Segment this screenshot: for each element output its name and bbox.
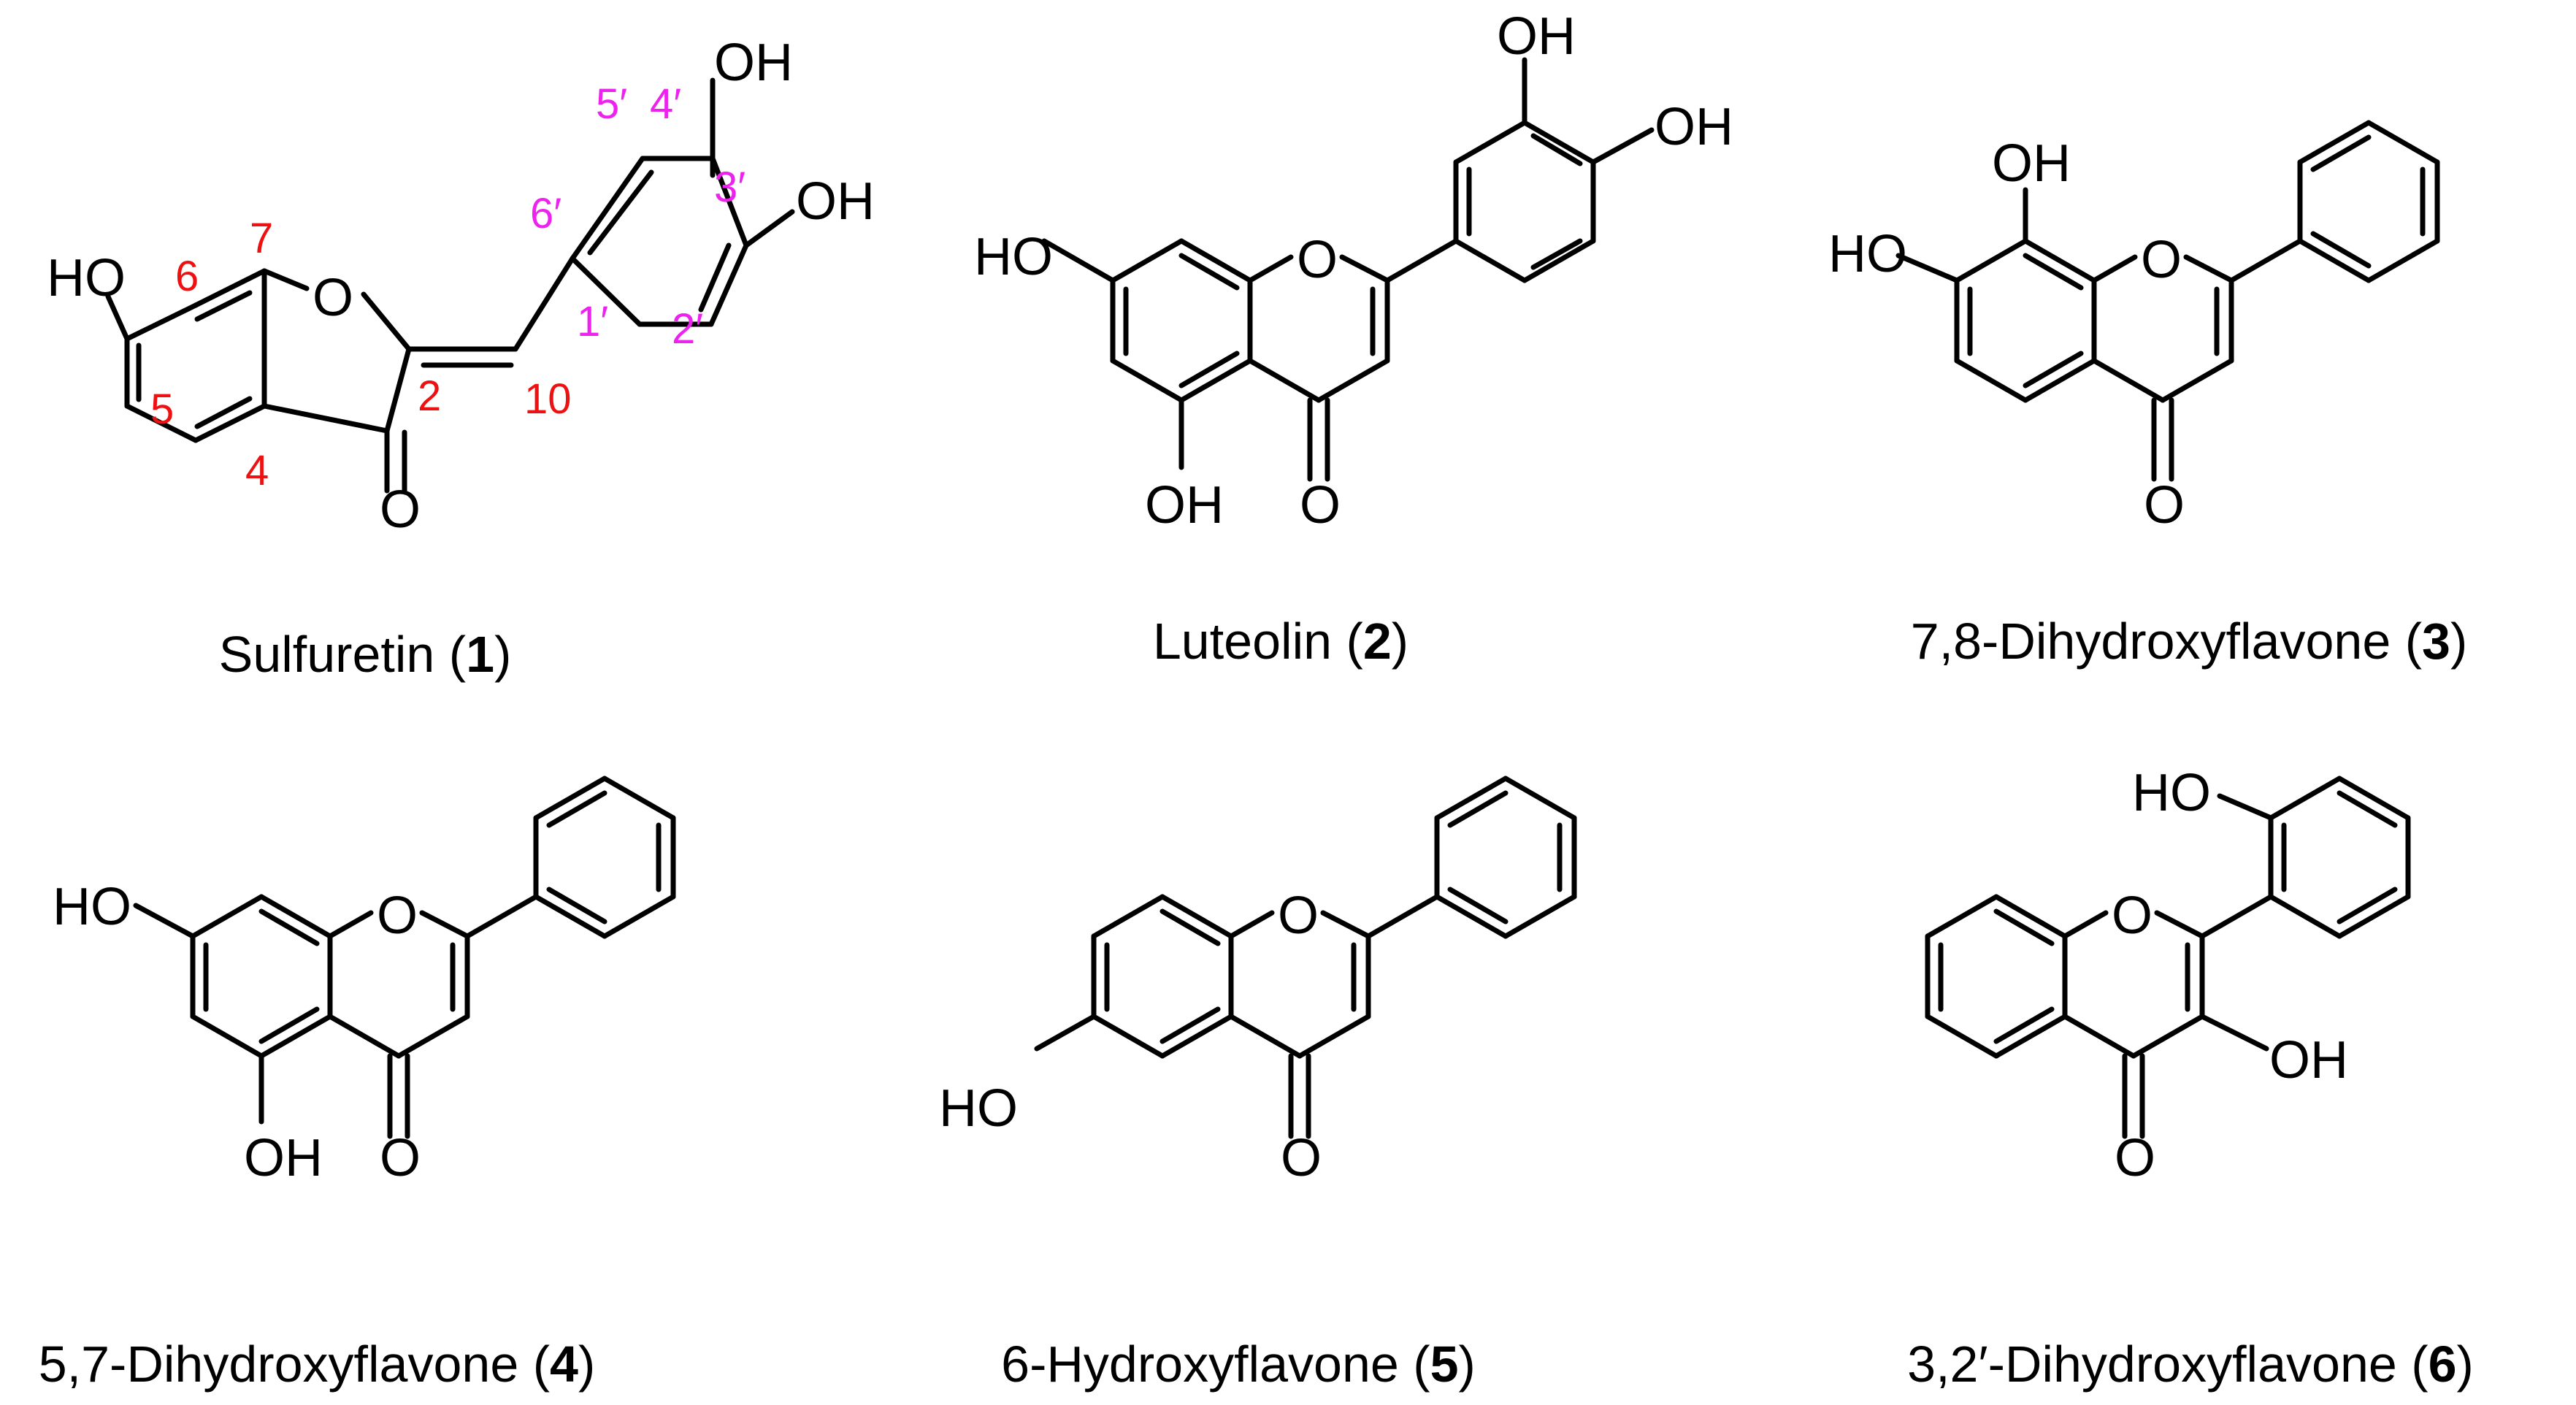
caption-compound-4: 5,7-Dihydroxyflavone (4) — [39, 1336, 596, 1393]
dhf32-ho-2prime: HO — [2132, 764, 2211, 822]
locant-6: 6 — [175, 253, 199, 300]
locant-2prime: 2′ — [672, 305, 703, 353]
locant-2: 2 — [418, 372, 441, 420]
structure-5-7-dihydroxyflavone — [133, 776, 676, 1139]
locant-4: 4 — [245, 447, 269, 494]
dhf32-atom-labels: HO O OH O — [2112, 764, 2348, 1187]
structure-3-2prime-dihydroxyflavone — [1925, 776, 2411, 1139]
sulfuretin-ho-6: HO — [47, 249, 126, 307]
hf6-ring-oxygen: O — [1278, 887, 1319, 945]
hf6-ho-6: HO — [939, 1079, 1018, 1138]
caption-compound-1: Sulfuretin (1) — [219, 626, 512, 683]
caption-compound-6: 3,2′-Dihydroxyflavone (6) — [1907, 1336, 2474, 1393]
dhf32-ring-oxygen: O — [2112, 887, 2153, 945]
luteolin-oh-5: OH — [1145, 476, 1224, 535]
luteolin-ring-oxygen: O — [1297, 231, 1338, 289]
structure-6-hydroxyflavone — [1034, 776, 1577, 1139]
luteolin-oh-3prime: OH — [1497, 7, 1576, 66]
luteolin-oh-4prime: OH — [1655, 98, 1733, 156]
locant-7: 7 — [250, 215, 273, 262]
dhf32-oh-3: OH — [2269, 1031, 2348, 1090]
locant-4prime: 4′ — [650, 80, 681, 128]
structure-sulfuretin — [105, 77, 795, 494]
dhf57-carbonyl-oxygen: O — [380, 1129, 421, 1187]
sulfuretin-atom-labels: HO O O OH OH — [47, 34, 875, 539]
locant-1prime: 1′ — [577, 298, 608, 345]
locant-6prime: 6′ — [530, 190, 561, 237]
hf6-atom-labels: HO O O — [939, 887, 1322, 1187]
dhf57-atom-labels: HO O OH O — [53, 878, 421, 1187]
locant-3prime: 3′ — [714, 164, 745, 211]
luteolin-atom-labels: HO O OH O OH OH — [974, 7, 1733, 535]
structure-7-8-dihydroxyflavone — [1895, 120, 2440, 482]
dhf57-oh-5: OH — [244, 1129, 323, 1187]
dhf57-ho-7: HO — [53, 878, 131, 936]
sulfuretin-oh-3prime: OH — [796, 172, 875, 231]
dhf32-carbonyl-oxygen: O — [2115, 1129, 2155, 1187]
dhf78-ring-oxygen: O — [2141, 231, 2182, 289]
sulfuretin-numbering: 6 7 5 4 2 10 5′ 4′ 3′ 6′ 2′ 1′ — [150, 80, 745, 494]
structure-luteolin — [1041, 57, 1655, 482]
dhf57-ring-oxygen: O — [377, 887, 418, 945]
sulfuretin-oh-4prime: OH — [714, 34, 793, 92]
dhf78-atom-labels: OH HO O O — [1828, 134, 2185, 535]
locant-10: 10 — [524, 375, 572, 423]
luteolin-carbonyl-oxygen: O — [1300, 476, 1341, 535]
dhf78-ho-7: HO — [1828, 225, 1907, 283]
luteolin-ho-7: HO — [974, 228, 1053, 286]
caption-compound-5: 6-Hydroxyflavone (5) — [1001, 1336, 1476, 1393]
locant-5prime: 5′ — [596, 80, 627, 128]
caption-compound-3: 7,8-Dihydroxyflavone (3) — [1911, 613, 2468, 670]
caption-compound-2: Luteolin (2) — [1153, 613, 1408, 670]
dhf78-carbonyl-oxygen: O — [2144, 476, 2185, 535]
sulfuretin-ring-oxygen: O — [313, 269, 353, 327]
sulfuretin-carbonyl-oxygen: O — [380, 481, 421, 539]
hf6-carbonyl-oxygen: O — [1281, 1129, 1322, 1187]
dhf78-oh-8: OH — [1992, 134, 2071, 193]
locant-5: 5 — [150, 386, 174, 433]
